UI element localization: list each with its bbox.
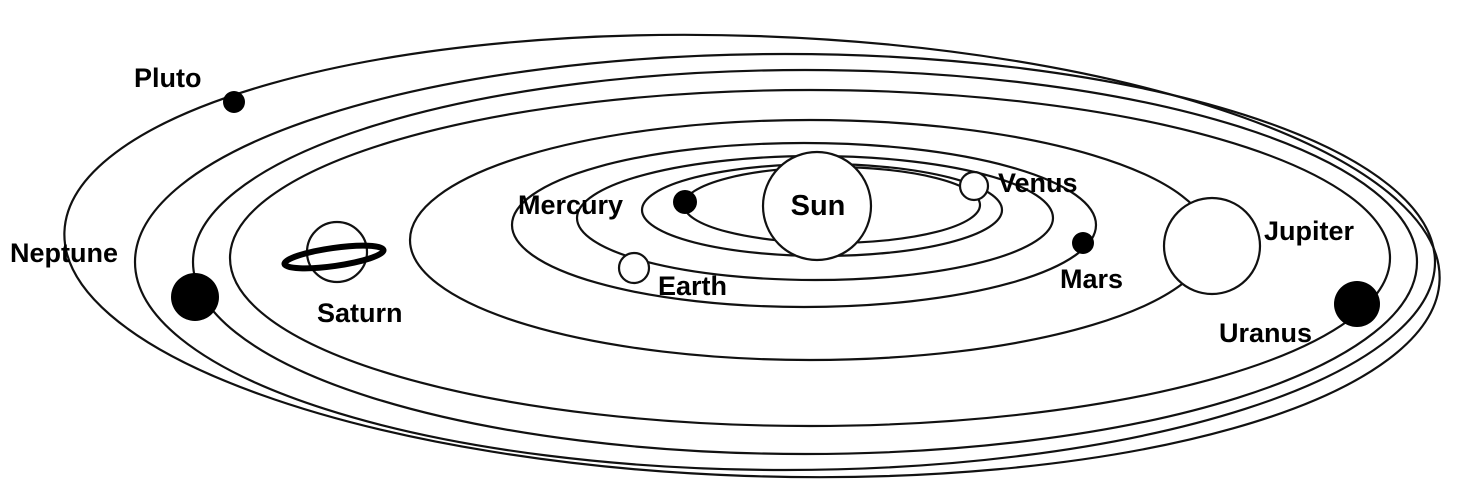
planet-earth <box>617 251 651 285</box>
orbit-mars <box>510 141 1098 309</box>
planet-uranus <box>1334 281 1380 327</box>
orbit-pluto <box>63 33 1441 479</box>
planet-neptune <box>171 273 219 321</box>
planet-saturn <box>281 220 387 284</box>
orbit-uranus <box>191 68 1419 456</box>
planet-jupiter <box>1162 196 1262 296</box>
label-earth: Earth <box>658 271 727 301</box>
label-saturn: Saturn <box>317 298 403 328</box>
label-uranus: Uranus <box>1219 318 1312 348</box>
planet-mars <box>1072 232 1094 254</box>
sun <box>761 150 873 262</box>
label-jupiter: Jupiter <box>1264 216 1355 246</box>
label-pluto: Pluto <box>134 63 202 93</box>
labels: Sun Mercury Venus Earth Mars Jupiter Sat… <box>10 63 1355 348</box>
planet-mercury <box>673 190 697 214</box>
label-mars: Mars <box>1060 264 1123 294</box>
label-venus: Venus <box>998 168 1078 198</box>
saturn-ring <box>281 242 387 272</box>
orbit-neptune <box>133 52 1437 472</box>
orbit-saturn <box>228 88 1392 428</box>
planets <box>171 91 1380 327</box>
planet-pluto <box>223 91 245 113</box>
planet-venus <box>958 170 990 202</box>
label-neptune: Neptune <box>10 238 118 268</box>
label-sun: Sun <box>791 190 846 222</box>
label-mercury: Mercury <box>518 190 623 220</box>
